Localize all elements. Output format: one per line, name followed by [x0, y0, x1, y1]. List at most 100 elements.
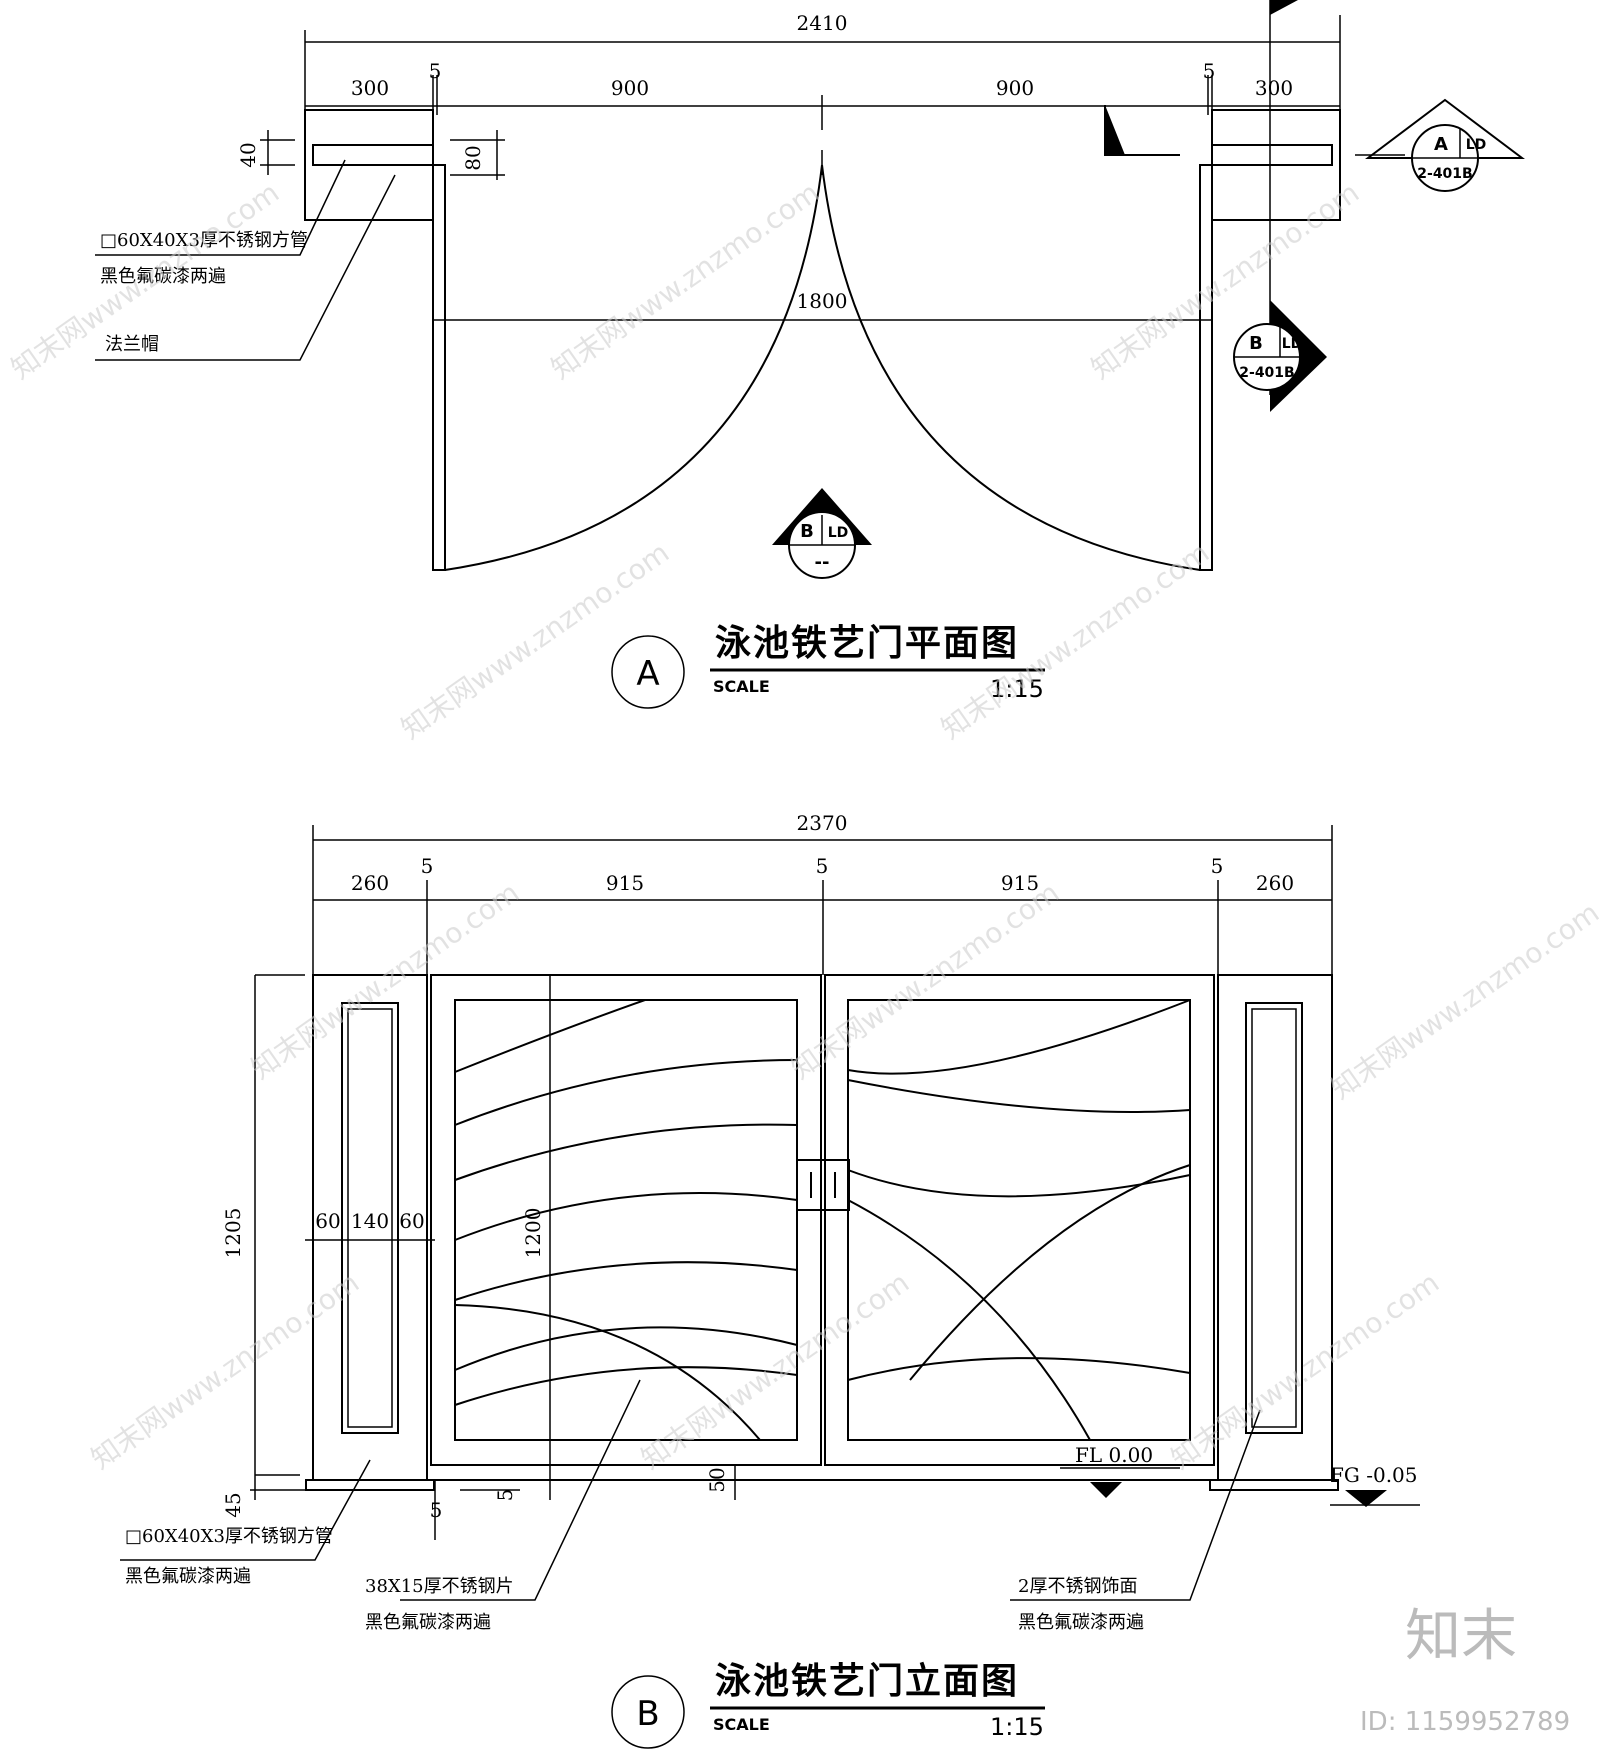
- section-mark-a: A LD 2-401B: [1365, 98, 1525, 192]
- plan-dim-40: 40: [236, 142, 260, 167]
- elev-left-post-panel: [341, 1002, 399, 1434]
- elev-leader-strip: [400, 1379, 641, 1601]
- elev-dim-leaf-height: 1200: [521, 1208, 545, 1259]
- elev-dim-bottom50: 50: [705, 1467, 729, 1492]
- watermark-text: 知末网www.znzmo.com: [1325, 896, 1600, 1106]
- mark-a-sheet: 2-401B: [1417, 166, 1472, 182]
- plan-dim-80: 80: [461, 145, 485, 170]
- plan-title-bubble: [611, 635, 685, 709]
- plan-dim-overall: 2410: [797, 11, 848, 35]
- elev-leaf-right: [824, 974, 1215, 1466]
- elev-level-fg: FG -0.05: [1330, 1463, 1418, 1487]
- elev-dim-leaf2: 915: [1001, 871, 1039, 895]
- plan-section-arrow-top: [1270, 0, 1298, 15]
- watermark-text: 知末网www.znzmo.com: [395, 536, 675, 746]
- plan-note-flange: 法兰帽: [105, 334, 159, 355]
- watermark-text: 知末网www.znzmo.com: [635, 1266, 915, 1476]
- elev-dim-gap3: 5: [1211, 854, 1224, 878]
- elev-note-strip-1: 38X15厚不锈钢片: [365, 1576, 514, 1597]
- elev-left-post-base: [305, 1479, 435, 1491]
- elev-right-post-panel: [1245, 1002, 1303, 1434]
- elev-level-fl: FL 0.00: [1075, 1443, 1153, 1467]
- elev-dim-140: 140: [351, 1209, 389, 1233]
- elev-leader-face: [1010, 1409, 1261, 1601]
- section-mark-b-right: B LD 2-401B: [1233, 300, 1327, 412]
- elev-wave-strips-left: [454, 999, 798, 1441]
- elev-wave-strips-right: [847, 999, 1191, 1441]
- elev-note-tube-2: 黑色氟碳漆两遍: [125, 1566, 251, 1587]
- plan-dim-leaf-right: 900: [996, 76, 1034, 100]
- plan-right-tube: [1211, 144, 1333, 166]
- plan-dim-left-post: 300: [351, 76, 389, 100]
- mark-b-ld: LD: [1282, 336, 1303, 352]
- mark-b2-ld: LD: [828, 525, 849, 541]
- elev-dim-gap1: 5: [421, 854, 434, 878]
- elev-scale-label: SCALE: [713, 1715, 770, 1734]
- elev-leaf-right-frame: [847, 999, 1191, 1441]
- elev-fg-marker: [1345, 1490, 1387, 1507]
- plan-leader-tube: [95, 159, 346, 256]
- section-mark-b-bottom: B LD --: [772, 488, 872, 579]
- watermark-logo: 知末: [1405, 1604, 1517, 1669]
- plan-view: 2410 300 5 900 900 5 300 1800 40: [95, 0, 1525, 709]
- elev-note-strip-2: 黑色氟碳漆两遍: [365, 1612, 491, 1633]
- plan-dim-leaf-left: 900: [611, 76, 649, 100]
- plan-note-tube-2: 黑色氟碳漆两遍: [100, 266, 226, 287]
- plan-title: 泳池铁艺门平面图: [715, 623, 1019, 664]
- mark-a-ld: LD: [1466, 137, 1487, 153]
- elev-dim-small5: 5: [493, 1489, 517, 1502]
- elev-dim-60b: 60: [399, 1209, 424, 1233]
- plan-note-tube-1: □60X40X3厚不锈钢方管: [100, 230, 308, 251]
- plan-scale-label: SCALE: [713, 677, 770, 696]
- elev-dim-60a: 60: [315, 1209, 340, 1233]
- plan-dim-right-post: 300: [1255, 76, 1293, 100]
- plan-swing-arc-left: [444, 164, 823, 571]
- mark-b-sheet: 2-401B: [1239, 365, 1294, 381]
- plan-left-tube: [312, 144, 434, 166]
- elev-dim-gap2: 5: [816, 854, 829, 878]
- watermark-text: 知末网www.znzmo.com: [245, 876, 525, 1086]
- mark-b2-dash: --: [815, 552, 830, 573]
- plan-scale-value: 1:15: [990, 675, 1044, 703]
- watermark-text: 知末网www.znzmo.com: [1165, 1266, 1445, 1476]
- watermark-id: ID: 1159952789: [1360, 1707, 1570, 1737]
- elevation-view: 2370 260 5 915 5 915 5 260: [120, 811, 1420, 1749]
- elev-left-post-panel-inner: [347, 1008, 393, 1428]
- watermark-text: 知末网www.znzmo.com: [545, 176, 825, 386]
- elev-right-post-base: [1209, 1479, 1339, 1491]
- plan-swing-arc-right: [821, 164, 1201, 571]
- elev-fl-marker: [1090, 1482, 1122, 1498]
- plan-title-bubble-letter: A: [636, 654, 659, 694]
- elev-handle: [796, 1159, 850, 1211]
- elev-dim-height: 1205: [221, 1208, 245, 1259]
- elev-note-tube-1: □60X40X3厚不锈钢方管: [125, 1526, 333, 1547]
- elev-dim-base45: 45: [221, 1492, 245, 1517]
- elev-leader-tube: [120, 1459, 371, 1561]
- plan-dim-opening: 1800: [797, 289, 848, 313]
- elev-dim-post-left: 260: [351, 871, 389, 895]
- watermark-text: 知末网www.znzmo.com: [85, 1266, 365, 1476]
- plan-dim-right-gap: 5: [1203, 59, 1216, 83]
- elev-leaf-left-frame: [454, 999, 798, 1441]
- plan-section-arrow-a: [1105, 105, 1125, 155]
- elev-title: 泳池铁艺门立面图: [715, 1661, 1019, 1702]
- elev-dim-bottom5: 5: [430, 1498, 443, 1522]
- elev-leaf-left: [430, 974, 822, 1466]
- elev-right-post-panel-inner: [1251, 1008, 1297, 1428]
- elev-scale-value: 1:15: [990, 1713, 1044, 1741]
- mark-a-letter: A: [1434, 134, 1448, 155]
- elev-dim-overall: 2370: [797, 811, 848, 835]
- plan-right-leaf: [1199, 164, 1213, 571]
- mark-b-letter: B: [1249, 333, 1263, 354]
- elev-title-bubble-letter: B: [636, 1694, 659, 1734]
- elev-title-bubble: [611, 1675, 685, 1749]
- mark-b2-letter: B: [800, 521, 814, 542]
- plan-dim-left-gap: 5: [429, 59, 442, 83]
- elev-dim-post-right: 260: [1256, 871, 1294, 895]
- elev-dim-leaf1: 915: [606, 871, 644, 895]
- plan-leader-flange: [95, 174, 396, 361]
- elev-note-face-2: 黑色氟碳漆两遍: [1018, 1612, 1144, 1633]
- elev-note-face-1: 2厚不锈钢饰面: [1018, 1576, 1137, 1597]
- plan-left-leaf: [432, 164, 446, 571]
